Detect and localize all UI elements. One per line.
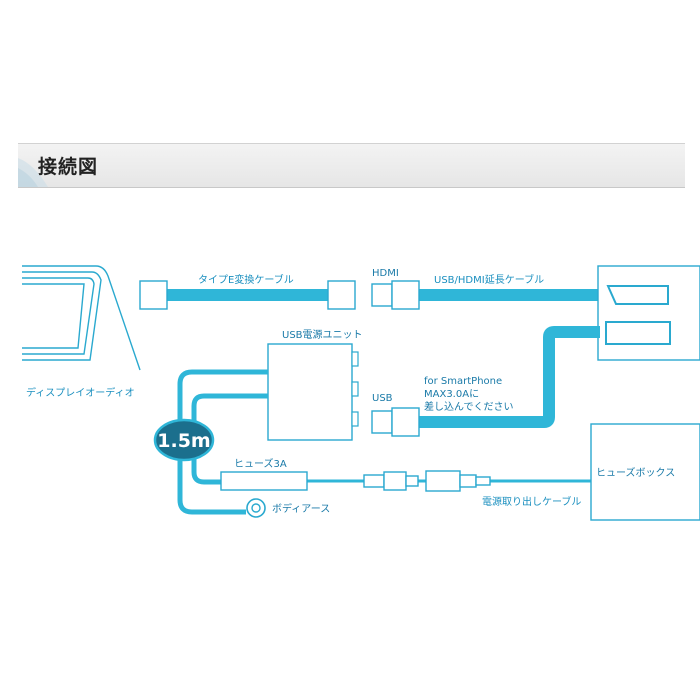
extension-terminal-box (597, 265, 700, 361)
usb-connector (371, 407, 420, 437)
usb-hdmi-extension-label: USB/HDMI延長ケーブル (434, 273, 544, 286)
smartphone-label-1: for SmartPhone (424, 376, 502, 387)
male-connector-icon (363, 471, 419, 491)
smartphone-label-3: 差し込んでください (424, 400, 514, 413)
display-audio-unit (22, 265, 141, 371)
hdmi-extension-cable (371, 280, 600, 310)
body-earth-terminal-icon (246, 498, 266, 518)
type-e-cable-label: タイプE変換ケーブル (198, 273, 294, 286)
smartphone-label-2: MAX3.0Aに (424, 388, 479, 400)
section-header: 接続図 (18, 143, 685, 188)
usb-extension-cable (418, 326, 600, 428)
fuse-box (590, 423, 700, 521)
type-e-cable (139, 280, 356, 310)
cable-length-badge: 1.5m (153, 418, 215, 462)
hdmi-label: HDMI (372, 268, 399, 279)
display-audio-label: ディスプレイオーディオ (26, 386, 135, 399)
header-swoosh-decoration (18, 158, 48, 187)
usb-label: USB (372, 393, 393, 404)
usb-port-icon (605, 321, 671, 345)
fuse-holder (220, 471, 308, 491)
fuse-label: ヒューズ3A (234, 457, 287, 470)
usb-power-unit-label: USB電源ユニット (282, 328, 363, 341)
female-connector-icon (425, 470, 491, 492)
page-title: 接続図 (38, 156, 99, 178)
usb-power-unit (267, 343, 359, 441)
fuse-box-label: ヒューズボックス (596, 466, 675, 479)
body-earth-label: ボディアース (272, 502, 330, 515)
hdmi-port-icon (606, 285, 669, 305)
power-takeoff-cable-label: 電源取り出しケーブル (482, 495, 581, 508)
cable-length-label: 1.5m (157, 430, 210, 452)
